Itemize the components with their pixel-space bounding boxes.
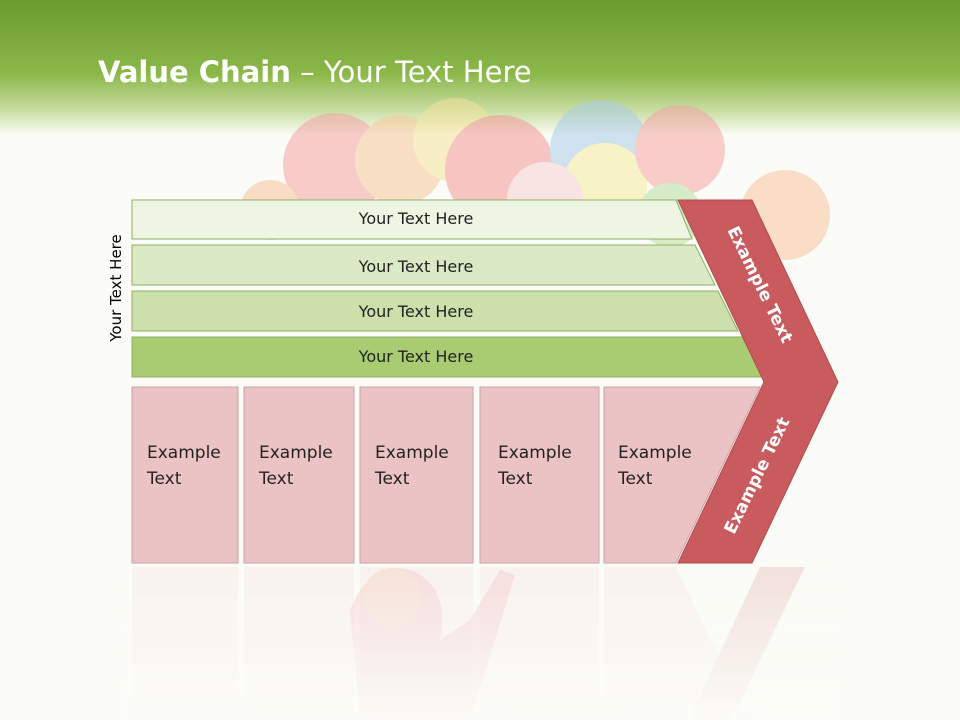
band-3-label: Your Text Here xyxy=(358,302,474,321)
activity-box-5-line2: Text xyxy=(617,469,653,489)
activity-box-1-shape xyxy=(131,386,239,564)
activity-box-4-line1: Example xyxy=(498,443,572,463)
activity-box-1: Example Text xyxy=(131,386,239,564)
title-sub: Your Text Here xyxy=(323,55,532,89)
margin-chevron: Example Text Example Text xyxy=(677,199,839,564)
band-1-label: Your Text Here xyxy=(358,209,474,228)
band-1: Your Text Here xyxy=(131,199,693,240)
band-2-label: Your Text Here xyxy=(358,257,474,276)
activity-box-1-line2: Text xyxy=(146,469,182,489)
activity-box-3: Example Text xyxy=(359,386,474,564)
activity-box-5-shape xyxy=(603,386,761,564)
activity-box-2-line1: Example xyxy=(259,443,333,463)
reflection-fade xyxy=(120,565,840,720)
activity-box-2: Example Text xyxy=(243,386,355,564)
activity-box-2-shape xyxy=(243,386,355,564)
band-2-shape xyxy=(131,244,716,286)
activity-box-4-shape xyxy=(479,386,600,564)
band-3-shape xyxy=(131,290,739,332)
activity-box-1-line1: Example xyxy=(147,443,221,463)
activity-box-4: Example Text xyxy=(479,386,600,564)
band-1-shape xyxy=(131,199,693,240)
band-2: Your Text Here xyxy=(131,244,716,286)
activity-box-5: Example Text xyxy=(603,386,761,564)
activity-box-3-line1: Example xyxy=(375,443,449,463)
activity-box-3-line2: Text xyxy=(374,469,410,489)
band-3: Your Text Here xyxy=(131,290,739,332)
page-title: Value Chain – Your Text Here xyxy=(98,55,532,89)
title-separator: – xyxy=(290,55,324,89)
activity-box-5-line1: Example xyxy=(618,443,692,463)
side-label: Your Text Here xyxy=(107,234,125,342)
band-4: Your Text Here xyxy=(131,336,764,378)
margin-chevron-shape xyxy=(677,199,839,564)
activity-box-3-shape xyxy=(359,386,474,564)
title-main: Value Chain xyxy=(98,55,291,89)
activity-box-2-line2: Text xyxy=(258,469,294,489)
activity-box-4-line2: Text xyxy=(497,469,533,489)
band-4-label: Your Text Here xyxy=(358,347,474,366)
